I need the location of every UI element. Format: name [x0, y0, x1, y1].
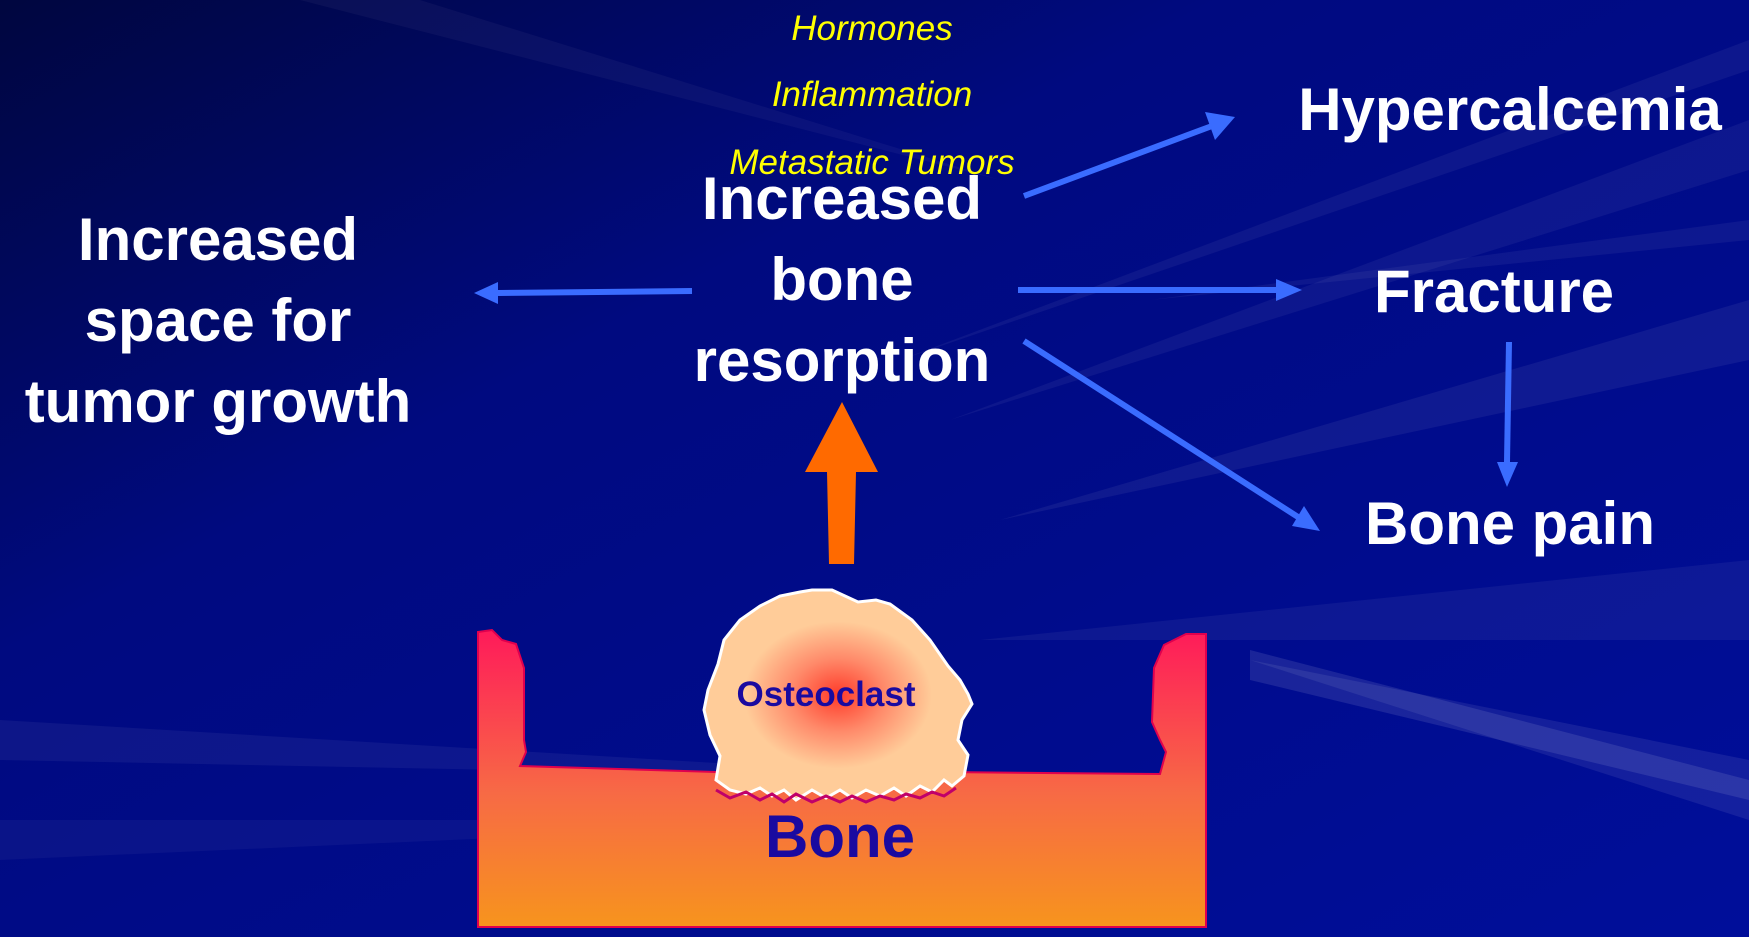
arrowhead-fracture-to-bone-pain [1497, 462, 1518, 487]
center-line-2: bone [642, 239, 1042, 320]
orange-upward-arrow [805, 402, 878, 564]
arrow-to-hypercalcemia [1024, 126, 1212, 196]
osteoclast-label: Osteoclast [716, 674, 936, 716]
factor-hormones: Hormones [722, 9, 1022, 49]
arrow-fracture-to-bone-pain [1507, 342, 1509, 462]
arrowhead-fracture [1276, 279, 1302, 301]
outcome-fracture: Fracture [1334, 254, 1654, 330]
left-line-3: tumor growth [4, 361, 432, 442]
outcome-hypercalcemia: Hypercalcemia [1275, 72, 1745, 148]
center-line-1: Increased [642, 158, 1042, 239]
left-line-1: Increased [4, 199, 432, 280]
bone-label: Bone [740, 801, 940, 873]
arrowhead-tumor-growth [474, 282, 498, 304]
left-line-2: space for [4, 280, 432, 361]
arrow-to-bone-pain [1024, 341, 1298, 517]
factor-inflammation: Inflammation [722, 75, 1022, 115]
center-line-3: resorption [642, 320, 1042, 401]
increased-space-tumor-growth: Increased space for tumor growth [4, 199, 432, 442]
increased-bone-resorption: Increased bone resorption [642, 158, 1042, 401]
outcome-bone-pain: Bone pain [1310, 486, 1710, 562]
